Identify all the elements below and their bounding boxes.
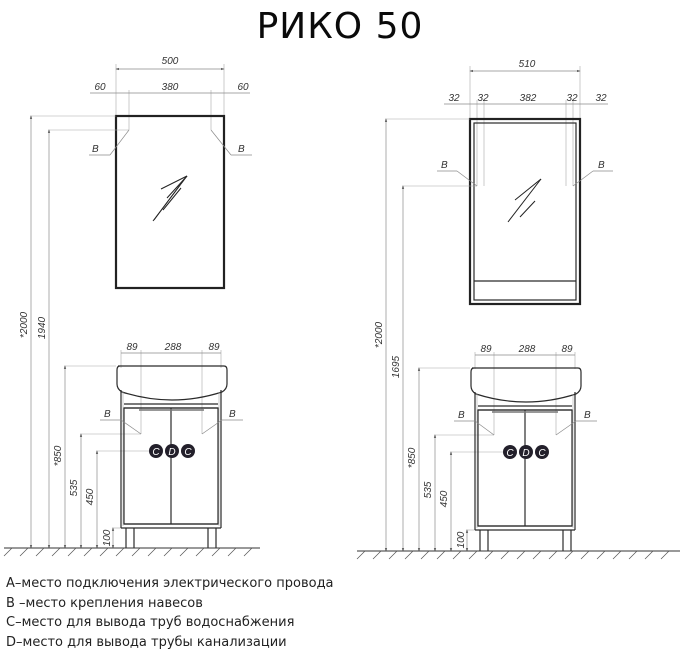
dim-right-cabinet-mount-height: 535 bbox=[423, 481, 434, 498]
right-cabinet-mount-markers: B B bbox=[454, 410, 597, 436]
mount-label-b: B bbox=[92, 144, 99, 155]
right-pipe-markers: C D C bbox=[503, 445, 549, 459]
dim-right-mirror-mount-span: 382 bbox=[520, 93, 537, 104]
right-view: 510 32 32 382 32 32 B B bbox=[356, 59, 680, 560]
svg-text:C: C bbox=[184, 447, 192, 458]
left-cabinet-mount-markers: B B bbox=[100, 409, 243, 435]
dim-right-mirror-mount-height: 1695 bbox=[391, 355, 402, 378]
mount-label-b: B bbox=[441, 160, 448, 171]
dim-right-legs-height: 100 bbox=[456, 531, 467, 548]
dim-left-cabinet-mount-height: 535 bbox=[69, 479, 80, 496]
dim-left-cabinet-offset-right: 89 bbox=[208, 342, 220, 353]
right-height-dimensions: *2000 1695 *850 535 450 100 bbox=[374, 118, 509, 552]
mount-label-b: B bbox=[229, 409, 236, 420]
left-pipe-markers: C D C bbox=[149, 444, 195, 458]
dim-right-mirror-width: 510 bbox=[519, 59, 536, 70]
dim-left-mirror-width: 500 bbox=[162, 56, 179, 67]
svg-text:D: D bbox=[522, 448, 529, 459]
page-title: РИКО 50 bbox=[256, 6, 424, 47]
legend: A–место подключения электрического прово… bbox=[6, 574, 334, 652]
svg-text:C: C bbox=[538, 448, 546, 459]
right-cabinet bbox=[470, 367, 582, 551]
dim-right-pipes-height: 450 bbox=[439, 490, 450, 507]
left-view: 500 60 380 60 B B bbox=[3, 56, 260, 557]
dim-left-mirror-mount-height: 1940 bbox=[37, 316, 48, 339]
dim-right-mirror-outer-left: 32 bbox=[448, 93, 460, 104]
right-cabinet-dimensions: 89 288 89 bbox=[474, 344, 576, 435]
legend-item-c: C–место для вывода труб водоснабжения bbox=[6, 615, 295, 630]
dim-right-mirror-outer-right: 32 bbox=[595, 93, 607, 104]
svg-text:C: C bbox=[152, 447, 160, 458]
left-floor bbox=[3, 547, 260, 557]
dim-left-total-height: *2000 bbox=[19, 311, 30, 338]
mount-label-b: B bbox=[104, 409, 111, 420]
marker-d-icon bbox=[165, 444, 179, 458]
left-cabinet-dimensions: 89 288 89 bbox=[120, 342, 222, 434]
left-cabinet bbox=[116, 365, 228, 548]
left-height-dimensions: *2000 1940 *850 535 450 100 bbox=[19, 115, 156, 549]
mount-label-b: B bbox=[598, 160, 605, 171]
legend-item-b: B –место крепления навесов bbox=[6, 595, 203, 611]
dim-right-cabinet-mount-span: 288 bbox=[518, 344, 536, 355]
right-mirror-dimensions: 510 32 32 382 32 32 bbox=[444, 59, 608, 186]
mount-label-b: B bbox=[238, 144, 245, 155]
dim-left-cabinet-offset-left: 89 bbox=[126, 342, 138, 353]
dim-right-cabinet-offset-left: 89 bbox=[480, 344, 492, 355]
mount-label-b: B bbox=[458, 410, 465, 421]
legend-item-a: A–место подключения электрического прово… bbox=[6, 576, 334, 591]
legend-item-d: D–место для вывода трубы канализации bbox=[6, 634, 287, 650]
svg-text:C: C bbox=[506, 448, 514, 459]
marker-c-icon bbox=[535, 445, 549, 459]
marker-c-icon bbox=[503, 445, 517, 459]
dim-right-counter-height: *850 bbox=[407, 447, 418, 468]
marker-c-icon bbox=[149, 444, 163, 458]
left-mirror bbox=[114, 114, 226, 290]
marker-c-icon bbox=[181, 444, 195, 458]
dim-left-cabinet-mount-span: 288 bbox=[164, 342, 182, 353]
dim-left-mirror-offset-right: 60 bbox=[237, 82, 249, 93]
dim-left-pipes-height: 450 bbox=[85, 488, 96, 505]
right-floor bbox=[356, 550, 680, 560]
dim-left-legs-height: 100 bbox=[102, 529, 113, 546]
marker-d-icon bbox=[519, 445, 533, 459]
dim-right-mirror-inner-right: 32 bbox=[566, 93, 578, 104]
right-mirror bbox=[468, 117, 582, 306]
dim-left-counter-height: *850 bbox=[53, 445, 64, 466]
right-mirror-mount-markers: B B bbox=[437, 160, 613, 187]
dim-left-mirror-mount-span: 380 bbox=[162, 82, 179, 93]
dim-right-mirror-inner-left: 32 bbox=[477, 93, 489, 104]
left-mirror-mount-markers: B B bbox=[89, 129, 252, 156]
dim-right-total-height: *2000 bbox=[374, 321, 385, 348]
dim-right-cabinet-offset-right: 89 bbox=[561, 344, 573, 355]
left-mirror-dimensions: 500 60 380 60 bbox=[90, 56, 250, 130]
svg-text:D: D bbox=[168, 447, 175, 458]
mount-label-b: B bbox=[584, 410, 591, 421]
dim-left-mirror-offset-left: 60 bbox=[94, 82, 106, 93]
